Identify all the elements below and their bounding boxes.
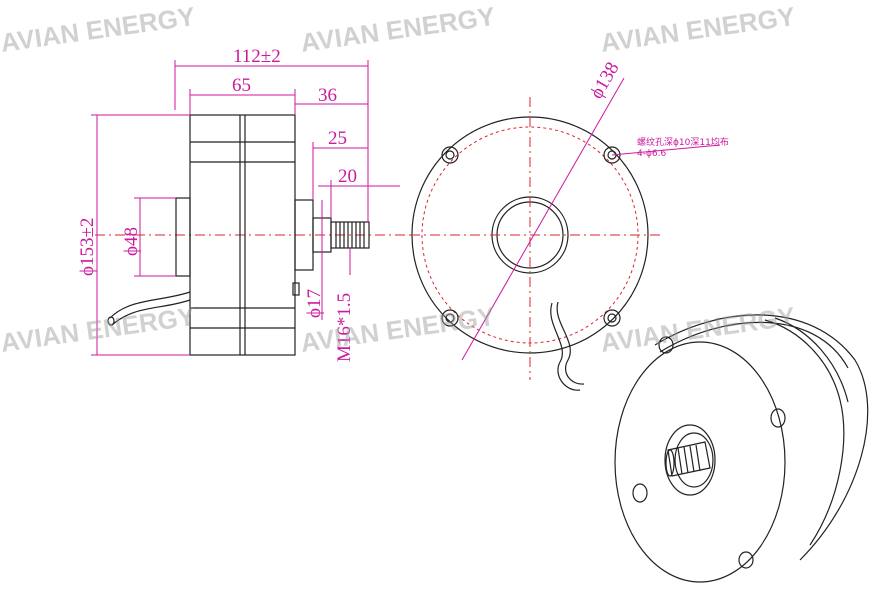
watermark-5: AVIAN ENERGY	[299, 301, 497, 358]
iso-hub	[664, 424, 716, 496]
dim-body-length: 65	[232, 75, 251, 96]
iso-front-face	[614, 341, 786, 583]
dim-shaft-diameter: ϕ17	[304, 289, 325, 318]
watermark-3: AVIAN ENERGY	[599, 1, 797, 58]
watermark-4: AVIAN ENERGY	[0, 301, 197, 358]
iso-bolt-holes	[632, 336, 786, 569]
watermark-2: AVIAN ENERGY	[299, 1, 497, 58]
front-cable	[550, 302, 581, 391]
watermark-6: AVIAN ENERGY	[599, 301, 797, 358]
bolt-circle-dim-line	[461, 77, 625, 361]
iso-back-rim	[654, 314, 869, 561]
dim-20: 20	[338, 166, 357, 187]
iso-shaft	[667, 441, 711, 477]
bolt-holes	[441, 146, 621, 327]
hole-note: 4-ϕ6.6	[637, 149, 666, 159]
dim-outer-diameter: ϕ153±2	[77, 218, 98, 276]
watermark-1: AVIAN ENERGY	[0, 1, 197, 58]
dim-thread: M16*1.5	[334, 293, 355, 362]
dim-36: 36	[318, 85, 337, 106]
dim-overall-length: 112±2	[233, 46, 281, 67]
dim-bolt-circle: ϕ138	[586, 59, 623, 103]
dim-25: 25	[328, 128, 347, 149]
hub-left	[175, 197, 191, 277]
hole-note-cn: 螺纹孔深ϕ10深11均布	[637, 136, 729, 148]
dim-hub-diameter: ϕ48	[121, 227, 142, 256]
thread-lines	[335, 222, 365, 248]
cable	[109, 291, 191, 319]
iso-view	[614, 314, 869, 583]
watermarks: AVIAN ENERGY AVIAN ENERGY AVIAN ENERGY A…	[0, 1, 797, 358]
side-view: 112±2 65 36 25 20 ϕ153±2 ϕ48 ϕ17 M16*1.5	[77, 46, 410, 362]
